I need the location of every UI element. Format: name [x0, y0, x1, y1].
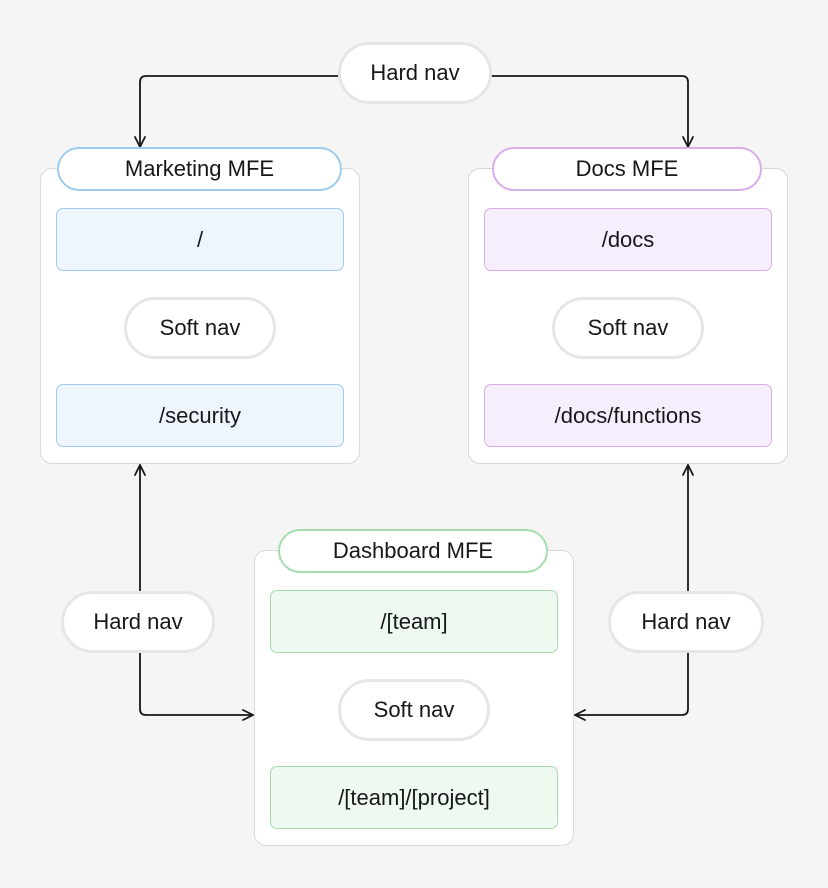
docs-mfe-title: Docs MFE [492, 147, 762, 191]
docs-route-functions: /docs/functions [484, 384, 772, 447]
dashboard-mfe-title: Dashboard MFE [278, 529, 548, 573]
docs-soft-nav-label: Soft nav [587, 315, 669, 340]
marketing-route-security-label: /security [159, 402, 241, 428]
marketing-route-root: / [56, 208, 344, 271]
dashboard-soft-nav: Soft nav [338, 679, 490, 741]
marketing-route-security: /security [56, 384, 344, 447]
top-hard-nav: Hard nav [338, 42, 492, 104]
right-hard-nav-label: Hard nav [641, 609, 731, 634]
right-hard-nav: Hard nav [608, 591, 764, 653]
marketing-soft-nav-label: Soft nav [159, 315, 241, 340]
dashboard-route-team: /[team] [270, 590, 558, 653]
left-hard-nav-label: Hard nav [93, 609, 183, 634]
docs-route-docs-label: /docs [601, 226, 655, 252]
top-hard-nav-label: Hard nav [370, 60, 460, 85]
dashboard-route-project-label: /[team]/[project] [338, 784, 490, 810]
docs-soft-nav: Soft nav [552, 297, 704, 359]
left-to-dashboard-arrow [139, 652, 254, 721]
dashboard-soft-nav-label: Soft nav [373, 697, 455, 722]
docs-route-functions-label: /docs/functions [554, 402, 702, 428]
docs-route-docs: /docs [484, 208, 772, 271]
dashboard-route-project: /[team]/[project] [270, 766, 558, 829]
top-to-marketing-arrow [134, 75, 339, 148]
marketing-mfe-title: Marketing MFE [57, 147, 342, 191]
marketing-mfe-title-text: Marketing MFE [124, 156, 275, 181]
left-hard-nav: Hard nav [61, 591, 215, 653]
top-to-docs-arrow [491, 75, 694, 148]
marketing-route-root-label: / [196, 226, 204, 252]
right-to-dashboard-arrow [574, 652, 689, 721]
dashboard-route-team-label: /[team] [380, 608, 448, 634]
dashboard-mfe-title-text: Dashboard MFE [332, 538, 494, 563]
marketing-soft-nav: Soft nav [124, 297, 276, 359]
docs-mfe-title-text: Docs MFE [575, 156, 679, 181]
